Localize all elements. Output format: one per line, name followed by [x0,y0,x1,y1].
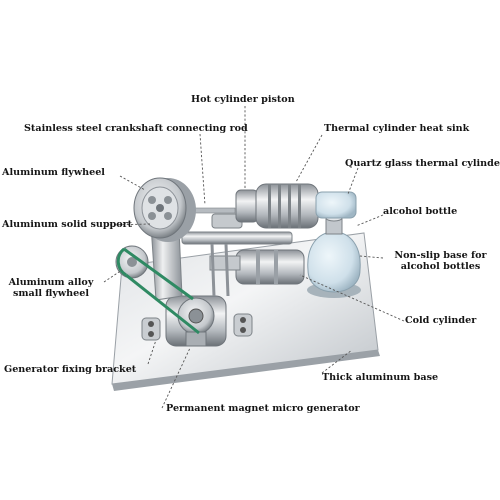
label-cold-cylinder: Cold cylinder [405,315,477,326]
label-aluminum-alloy-small-flywheel: Aluminum alloy small flywheel [2,277,100,299]
hot-cylinder-assembly [211,183,357,229]
leader-lines [103,106,405,409]
label-thermal-cylinder-heat-sink: Thermal cylinder heat sink [324,123,470,134]
label-non-slip-base: Non-slip base for alcohol bottles [383,250,498,272]
label-alcohol-bottle: alcohol bottle [383,206,458,217]
label-generator-fixing-bracket: Generator fixing bracket [4,364,137,375]
label-non-slip-line1: Non-slip base for [394,250,487,261]
drive-belt [116,247,200,335]
crankshaft-connecting-rod [174,207,293,297]
label-small-flywheel-line1: Aluminum alloy [8,277,94,288]
micro-generator [165,295,227,347]
label-non-slip-line2: alcohol bottles [400,261,481,272]
generator-fixing-bracket [141,313,253,341]
label-crankshaft-connecting-rod: Stainless steel crankshaft connecting ro… [24,123,248,134]
label-permanent-magnet-micro-generator: Permanent magnet micro generator [166,403,360,414]
label-quartz-glass-thermal-cylinder: Quartz glass thermal cylinder [345,158,500,169]
quartz-glass-thermal-cylinder [315,191,357,219]
label-aluminum-solid-support: Aluminum solid support [2,219,133,230]
hot-cylinder-piston [235,189,259,223]
cold-cylinder [209,249,305,285]
label-hot-cylinder-piston: Hot cylinder piston [191,94,295,105]
aluminum-flywheel [133,177,196,242]
label-aluminum-flywheel: Aluminum flywheel [2,167,105,178]
alcohol-bottle [307,214,361,298]
label-small-flywheel-line2: small flywheel [12,288,90,299]
thermal-cylinder-heat-sink [255,183,319,229]
label-thick-aluminum-base: Thick aluminum base [322,372,439,383]
